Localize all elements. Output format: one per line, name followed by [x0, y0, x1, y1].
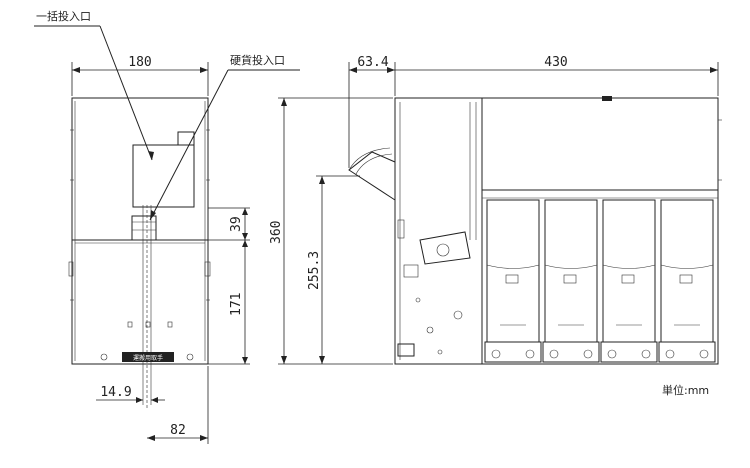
dim-360: 360 [269, 97, 393, 365]
side-body [481, 97, 719, 365]
dim-171-label: 171 [229, 293, 244, 316]
coin-tube-2 [542, 199, 600, 363]
dim-14-9-label: 14.9 [100, 385, 131, 400]
side-left-panel [394, 97, 483, 365]
coin-tube-4 [658, 199, 716, 363]
side-inlet-chute [348, 151, 396, 201]
dim-430: 430 [395, 55, 719, 96]
dim-14-9: 14.9 [96, 385, 165, 403]
dim-39: 39 [208, 207, 250, 241]
carry-handle-plate [122, 352, 174, 362]
side-mechanism-bracket [419, 231, 471, 265]
dim-82: 82 [147, 366, 209, 444]
coin-tube-1 [484, 199, 542, 363]
front-view: 運搬用取手 [68, 97, 211, 410]
dim-255-3: 255.3 [307, 175, 360, 364]
callout-coin-inlet: 硬貨投入口 [149, 53, 300, 221]
hopper-box [132, 144, 195, 208]
coin-chute [131, 215, 157, 241]
dim-82-label: 82 [170, 423, 186, 438]
dim-360-label: 360 [269, 221, 284, 244]
dim-63-4: 63.4 [348, 55, 396, 168]
dim-180-label: 180 [128, 55, 151, 70]
carry-handle-label: 運搬用取手 [133, 354, 163, 362]
front-view-outline [71, 97, 209, 365]
dim-171: 171 [208, 240, 250, 365]
dim-430-label: 430 [544, 55, 567, 70]
coin-tube-3 [600, 199, 658, 363]
dim-180: 180 [71, 55, 209, 96]
unit-note: 単位:mm [662, 383, 709, 397]
callout-bulk-inlet-label: 一括投入口 [36, 9, 91, 23]
callout-bulk-inlet: 一括投入口 [34, 9, 154, 161]
side-view [348, 96, 722, 365]
callout-coin-inlet-label: 硬貨投入口 [230, 53, 285, 67]
dim-39-label: 39 [229, 216, 244, 232]
dim-255-3-label: 255.3 [307, 251, 322, 290]
dim-63-4-label: 63.4 [357, 55, 388, 70]
